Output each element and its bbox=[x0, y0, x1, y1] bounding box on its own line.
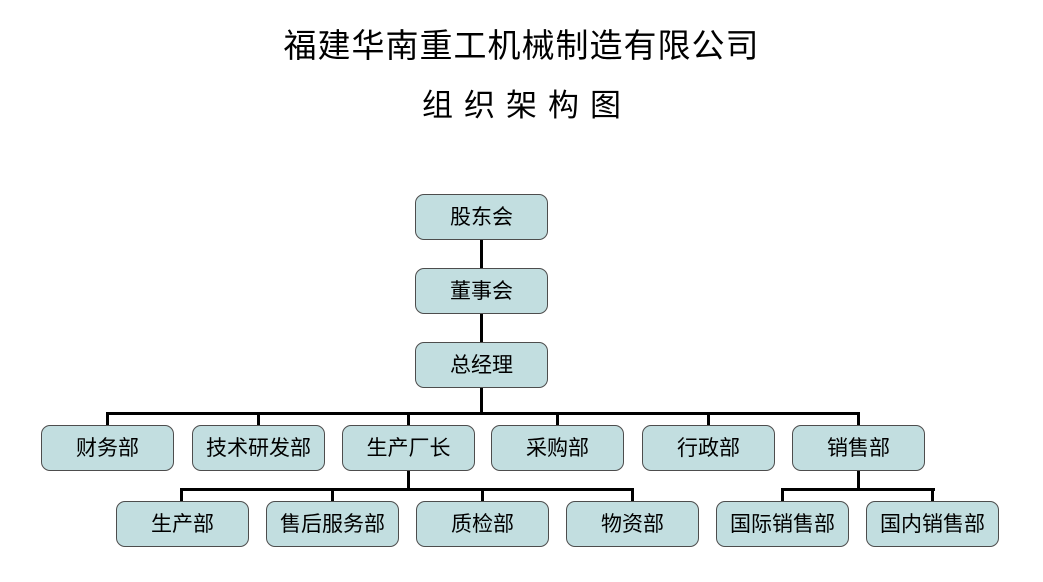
connector-drop-admin bbox=[707, 412, 710, 425]
connector-bus-sales bbox=[782, 488, 935, 491]
company-title: 福建华南重工机械制造有限公司 bbox=[283, 26, 760, 65]
node-rnd[interactable]: 技术研发部 bbox=[192, 425, 325, 471]
connector-drop-after-sales bbox=[331, 488, 334, 501]
connector-drop-materials bbox=[631, 488, 634, 501]
node-shareholders[interactable]: 股东会 bbox=[415, 194, 548, 240]
connector-bus-production bbox=[181, 488, 633, 491]
connector-drop-intl-sales bbox=[781, 488, 784, 501]
connector-production-chief-down bbox=[407, 471, 410, 490]
connector-drop-production-chief bbox=[407, 412, 410, 425]
node-purchasing[interactable]: 采购部 bbox=[491, 425, 624, 471]
connector-bus-level4 bbox=[107, 412, 859, 415]
connector-sales-down bbox=[857, 471, 860, 490]
connector-gm-down bbox=[480, 388, 483, 415]
connector-drop-quality bbox=[481, 488, 484, 501]
node-quality[interactable]: 质检部 bbox=[416, 501, 549, 547]
node-materials[interactable]: 物资部 bbox=[566, 501, 699, 547]
node-admin[interactable]: 行政部 bbox=[642, 425, 775, 471]
connector-drop-sales bbox=[857, 412, 860, 425]
node-sales[interactable]: 销售部 bbox=[792, 425, 925, 471]
chart-title-block: 福建华南重工机械制造有限公司 组织架构图 bbox=[0, 24, 1043, 128]
node-intl-sales[interactable]: 国际销售部 bbox=[716, 501, 849, 547]
node-general-manager[interactable]: 总经理 bbox=[415, 342, 548, 388]
connector-drop-domestic-sales bbox=[931, 488, 934, 501]
node-board[interactable]: 董事会 bbox=[415, 268, 548, 314]
node-domestic-sales[interactable]: 国内销售部 bbox=[866, 501, 999, 547]
connector-drop-production bbox=[180, 488, 183, 501]
node-finance[interactable]: 财务部 bbox=[41, 425, 174, 471]
connector-board-to-gm bbox=[480, 314, 483, 342]
node-production-chief[interactable]: 生产厂长 bbox=[342, 425, 475, 471]
connector-drop-rnd bbox=[257, 412, 260, 425]
connector-drop-finance bbox=[106, 412, 109, 425]
chart-subtitle: 组织架构图 bbox=[422, 88, 632, 124]
connector-shareholders-to-board bbox=[480, 240, 483, 268]
connector-drop-purchasing bbox=[556, 412, 559, 425]
node-production[interactable]: 生产部 bbox=[116, 501, 249, 547]
node-after-sales[interactable]: 售后服务部 bbox=[266, 501, 399, 547]
